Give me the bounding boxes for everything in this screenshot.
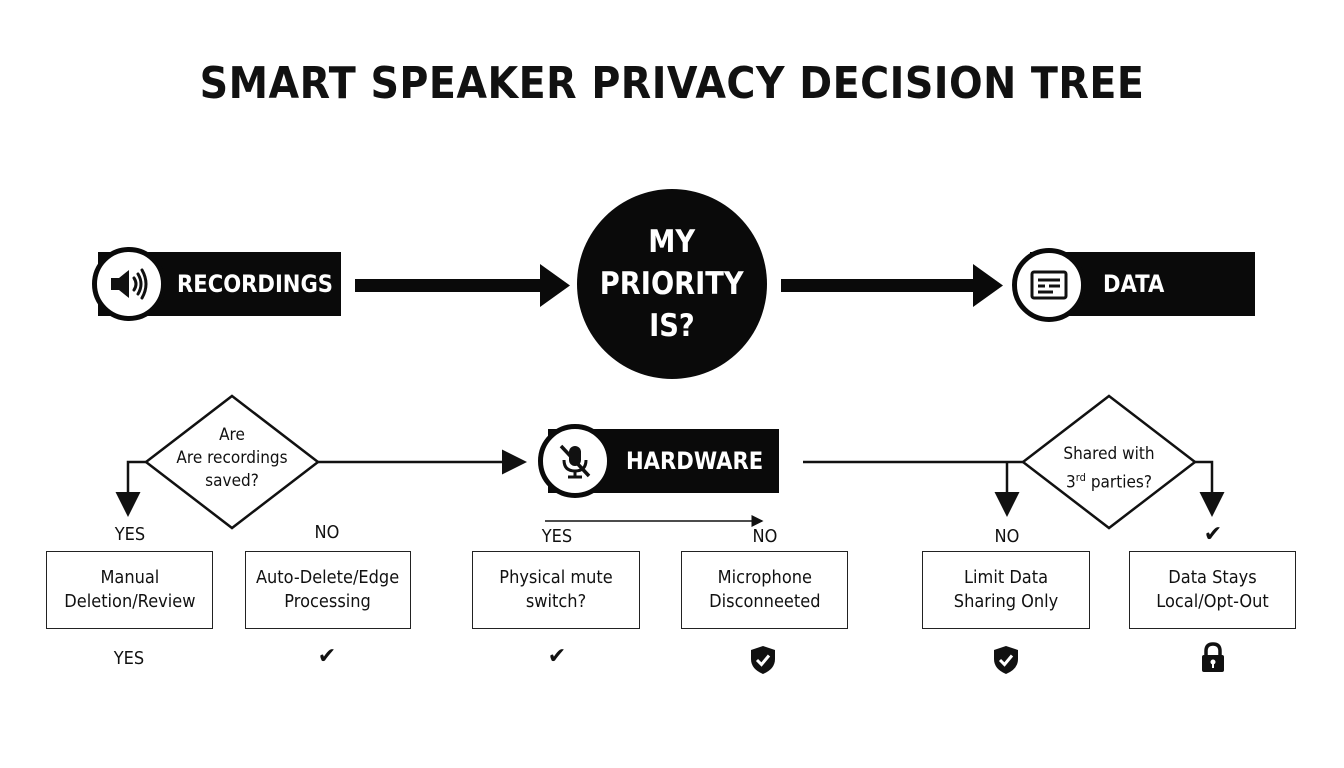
arrow-recordings-to-center [355, 264, 570, 307]
branch-label-data-no: NO [994, 526, 1020, 547]
question-shared-line-2: 3rd parties? [1066, 471, 1152, 493]
muted-microphone-icon [538, 424, 612, 498]
decision-diamond-saved [143, 394, 321, 530]
branch-saved-yes [115, 460, 146, 517]
lock-icon [1200, 642, 1226, 678]
checkmark-icon: ✔ [1203, 522, 1223, 547]
data-label: DATA [1103, 270, 1165, 298]
branch-label-recordings-no: NO [314, 522, 340, 543]
recordings-label: RECORDINGS [177, 270, 334, 298]
question-recordings-saved: Are Are recordings saved? [169, 424, 295, 493]
priority-question-node: MY PRIORITY IS? [577, 189, 767, 379]
speaker-icon [92, 247, 166, 321]
checkmark-icon: ✔ [317, 644, 337, 669]
shield-check-icon [750, 645, 776, 679]
question-saved-line-1: Are [219, 425, 245, 445]
priority-line-3: IS? [649, 308, 695, 344]
arrow-center-to-data [781, 264, 1003, 307]
branch-shared-yes [1195, 460, 1225, 517]
question-shared-third-parties: Shared with 3rd parties? [1046, 443, 1172, 495]
priority-line-1: MY [648, 224, 696, 260]
decision-diamond-shared [1020, 394, 1198, 530]
shield-check-icon [993, 645, 1019, 679]
question-saved-line-2: Are recordings [176, 448, 288, 468]
document-icon [1012, 248, 1086, 322]
checkmark-icon: ✔ [547, 644, 567, 669]
branch-label-hardware-yes: YES [541, 526, 573, 547]
bottom-label-yes: YES [113, 648, 145, 669]
branch-label-recordings-yes: YES [114, 524, 146, 545]
branch-label-hardware-no: NO [752, 526, 778, 547]
question-saved-line-3: saved? [205, 471, 259, 491]
question-shared-line-1: Shared with [1063, 444, 1155, 464]
hardware-label: HARDWARE [626, 447, 764, 475]
priority-line-2: PRIORITY [600, 266, 744, 302]
page-title: SMART SPEAKER PRIVACY DECISION TREE [199, 58, 1145, 109]
